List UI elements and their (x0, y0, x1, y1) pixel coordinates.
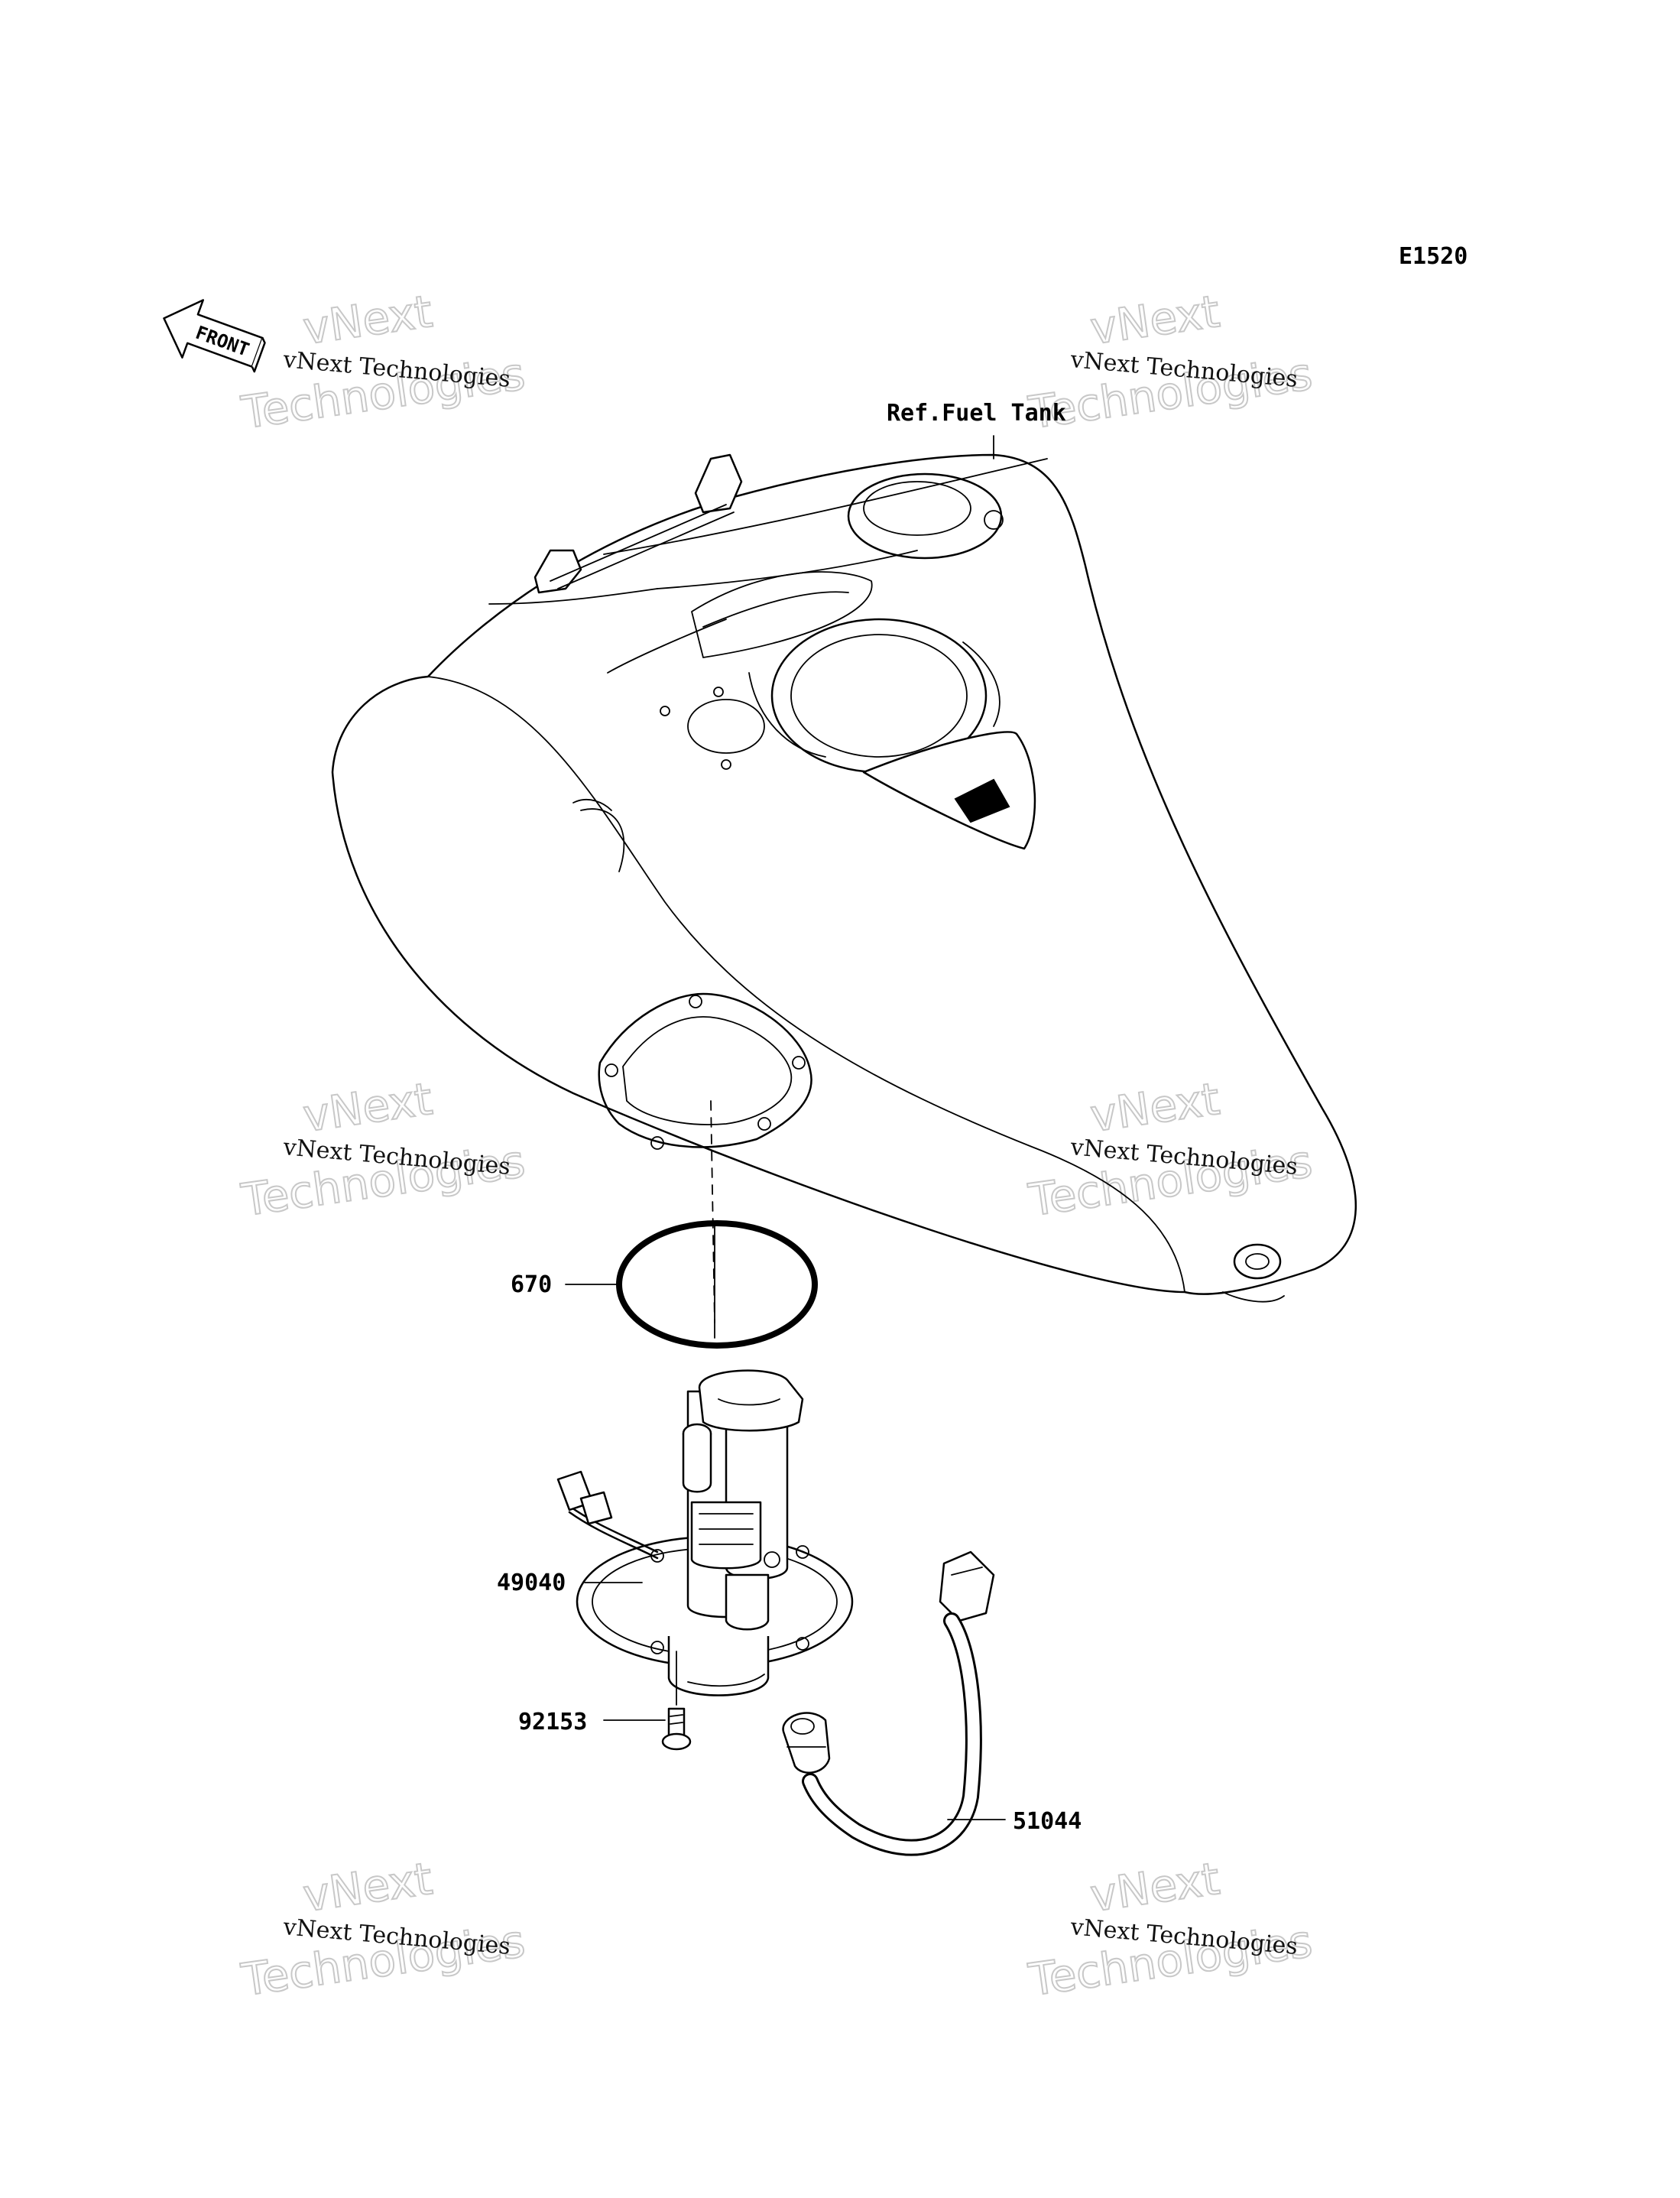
o-ring-part (616, 1220, 818, 1349)
callout-670: 670 (511, 1271, 552, 1298)
watermark-mid-right: vNext Technologies vNext Technologies (1024, 1072, 1315, 1227)
svg-text:vNext: vNext (300, 1852, 435, 1922)
fuel-tank-drawing (331, 453, 1357, 1323)
callout-92153: 92153 (518, 1709, 587, 1735)
watermark-bottom-left: vNext Technologies vNext Technologies (237, 1852, 528, 2007)
watermark-bottom-right: vNext Technologies vNext Technologies (1024, 1852, 1315, 2007)
watermark-top-left: vNext Technologies vNext Technologies (237, 284, 528, 440)
fuel-hose-part (782, 1550, 995, 1856)
callout-fuel-tank: Ref.Fuel Tank (887, 400, 1066, 427)
svg-text:vNext: vNext (300, 1073, 435, 1142)
leader-lines (565, 435, 1006, 1820)
svg-text:vNext: vNext (1087, 1852, 1222, 1922)
fuel-pump-drawing (556, 1369, 854, 1696)
watermark-mid-left: vNext Technologies vNext Technologies (237, 1072, 528, 1227)
diagram-code: E1520 (1399, 243, 1468, 270)
svg-text:vNext: vNext (300, 285, 435, 355)
front-arrow-icon: FRONT (163, 299, 266, 373)
bolt-part (661, 1651, 692, 1751)
watermark-top-right: vNext Technologies vNext Technologies (1024, 284, 1315, 440)
svg-text:vNext: vNext (1087, 285, 1222, 355)
callout-49040: 49040 (497, 1570, 566, 1596)
callout-51044: 51044 (1013, 1808, 1082, 1835)
svg-text:vNext: vNext (1087, 1073, 1222, 1142)
